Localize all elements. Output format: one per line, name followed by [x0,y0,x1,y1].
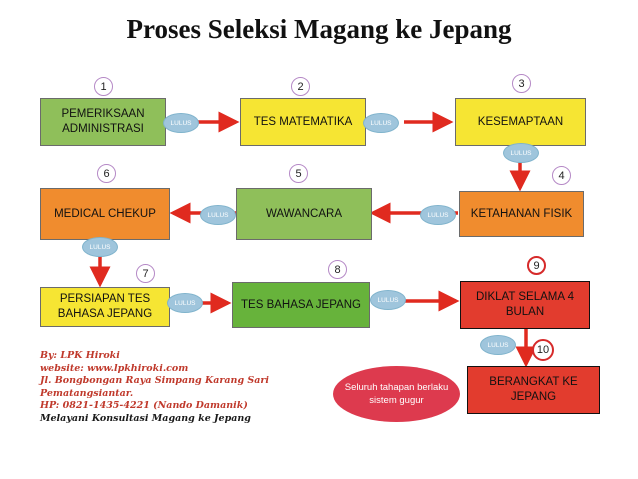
lulus-badge: LULUS [200,205,236,225]
step-number-2: 2 [291,77,310,96]
contact-by: By: LPK Hiroki [40,350,120,361]
step-wawancara: WAWANCARA [236,188,372,240]
step-number-3: 3 [512,74,531,93]
step-number-5: 5 [289,164,308,183]
step-number-4: 4 [552,166,571,185]
step-persiapan-tes-bahasa-jepang: PERSIAPAN TES BAHASA JEPANG [40,287,170,327]
contact-info: By: LPK Hiroki website: www.lpkhiroki.co… [40,350,340,425]
diagram-title: Proses Seleksi Magang ke Jepang [126,14,512,44]
lulus-badge: LULUS [503,143,539,163]
lulus-badge: LULUS [480,335,516,355]
lulus-badge: LULUS [82,237,118,257]
step-number-10: 10 [532,339,554,361]
step-kesemaptaan: KESEMAPTAAN [455,98,586,146]
contact-service: Melayani Konsultasi Magang ke Jepang [40,412,251,424]
elimination-note: Seluruh tahapan berlaku sistem gugur [333,366,460,422]
step-number-7: 7 [136,264,155,283]
step-tes-bahasa-jepang: TES BAHASA JEPANG [232,282,370,328]
step-tes-matematika: TES MATEMATIKA [240,98,366,146]
contact-address-line-1: Jl. Bongbongan Raya Simpang Karang Sari [40,375,270,386]
contact-address-line-2: Pematangsiantar. [40,387,134,399]
lulus-badge: LULUS [167,293,203,313]
step-number-8: 8 [328,260,347,279]
step-diklat-4-bulan: DIKLAT SELAMA 4 BULAN [460,281,590,329]
lulus-badge: LULUS [163,113,199,133]
lulus-badge: LULUS [363,113,399,133]
step-berangkat-ke-jepang: BERANGKAT KE JEPANG [467,366,600,414]
contact-phone: HP: 0821-1435-4221 (Nando Damanik) [40,400,248,411]
step-medical-chekup: MEDICAL CHEKUP [40,188,170,240]
step-ketahanan-fisik: KETAHANAN FISIK [459,191,584,237]
step-number-9: 9 [527,256,546,275]
step-number-1: 1 [94,77,113,96]
contact-website: website: www.lpkhiroki.com [40,362,189,374]
lulus-badge: LULUS [370,290,406,310]
step-pemeriksaan-administrasi: PEMERIKSAAN ADMINISTRASI [40,98,166,146]
lulus-badge: LULUS [420,205,456,225]
step-number-6: 6 [97,164,116,183]
